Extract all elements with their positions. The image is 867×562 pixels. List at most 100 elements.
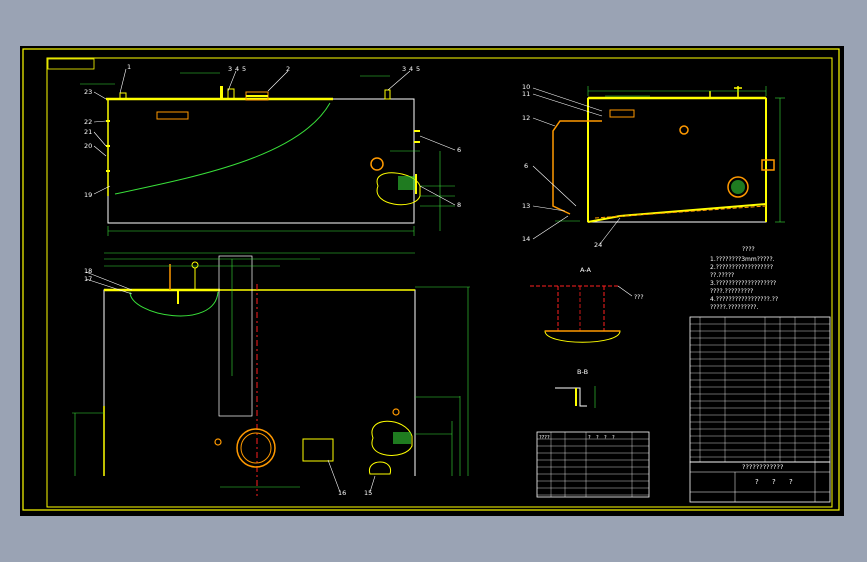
section-aa: A-A ???	[530, 266, 644, 343]
callout-18: 18	[84, 267, 92, 275]
title-block-title: ????????????	[742, 463, 783, 471]
nozzle-table-h1: ?	[588, 435, 591, 441]
callout-21: 21	[84, 128, 92, 136]
plan-manhole	[236, 428, 276, 468]
side-view: 10 11 12 6 13 14 24	[522, 83, 785, 249]
bb-profile	[555, 387, 587, 407]
drawing-code-box	[47, 58, 95, 70]
technical-notes: ???? 1.????????3mm?????. 2.?????????????…	[710, 246, 778, 311]
tank-body-front	[107, 98, 415, 224]
side-port-large	[727, 176, 749, 198]
callout-3: 3	[228, 65, 232, 73]
side-leaders	[532, 87, 621, 245]
outlet-housing	[376, 172, 421, 206]
plan-rib	[218, 255, 253, 417]
inlet-pipe-bend	[552, 120, 602, 215]
side-dimensions	[555, 86, 785, 223]
note-line-7: ?????.?????????.	[710, 304, 758, 311]
plan-callouts: 18 17 16 15	[84, 267, 372, 497]
title-mark-3: ?	[789, 478, 793, 486]
break-line-curve	[114, 102, 331, 195]
nozzle-table-h4: ?	[612, 435, 615, 441]
title-mark-2: ?	[772, 478, 776, 486]
callout-6s: 6	[524, 162, 528, 170]
nozzle-table-header: ????	[539, 435, 550, 441]
front-callouts: 1 2 3 4 5 6 8 19 20 21 22 23 3 4 5	[84, 63, 461, 209]
title-block: ???????????? ? ? ?	[689, 461, 831, 503]
callout-12: 12	[522, 114, 530, 122]
plan-leaders	[85, 271, 376, 493]
callout-15: 15	[364, 489, 372, 497]
plan-top-fittings	[169, 261, 199, 304]
nozzle-table: ???? ? ? ? ?	[536, 431, 650, 498]
plan-outlet-housing	[371, 420, 413, 456]
callout-23: 23	[84, 88, 92, 96]
left-side-fittings	[106, 120, 110, 172]
section-aa-label: A-A	[580, 266, 592, 274]
section-bb: B-B	[555, 368, 596, 408]
side-bottom-slope	[587, 203, 767, 223]
side-bottom-dash	[594, 205, 767, 219]
side-flange-right	[414, 130, 420, 143]
front-view: 1 2 3 4 5 6 8 19 20 21 22 23 3 4 5	[80, 63, 461, 236]
note-line-6: 4.?????????????????.??	[710, 296, 778, 303]
callout-6: 6	[457, 146, 461, 154]
section-bb-label: B-B	[577, 368, 588, 376]
callout-4: 4	[235, 65, 239, 73]
side-top-fittings	[609, 86, 742, 118]
plan-port-right	[392, 408, 400, 416]
plan-nameplate	[302, 438, 334, 462]
callout-13: 13	[522, 202, 530, 210]
callout-11: 11	[522, 90, 530, 98]
callout-22: 22	[84, 118, 92, 126]
nozzle-table-h3: ?	[604, 435, 607, 441]
callout-16: 16	[338, 489, 346, 497]
side-flange-block	[761, 159, 775, 171]
callout-17: 17	[84, 275, 92, 283]
callout-14: 14	[522, 235, 530, 243]
plan-outline	[103, 289, 416, 476]
drain-port-circle	[370, 157, 384, 171]
drawing-border-outer	[22, 48, 840, 511]
note-line-4: 3.???????????????????	[710, 280, 776, 287]
top-fittings	[119, 86, 391, 100]
callout-5b: 5	[416, 65, 420, 73]
aa-annotation: ???	[634, 294, 644, 301]
front-leaders	[93, 68, 456, 206]
side-port-large-inner	[731, 180, 745, 194]
plan-manhole-inner	[240, 432, 272, 464]
note-line-2: 2.??????????????????	[710, 264, 773, 271]
plan-view: 18 17 16 15	[72, 252, 470, 497]
callout-19: 19	[84, 191, 92, 199]
outlet-pipe	[398, 176, 416, 190]
title-mark-1: ?	[755, 478, 759, 486]
note-line-1: 1.????????3mm?????.	[710, 256, 775, 263]
callout-10: 10	[522, 83, 530, 91]
notes-heading: ????	[742, 246, 755, 253]
note-line-5: ????.?????????	[710, 288, 753, 295]
callout-1: 1	[127, 63, 131, 71]
note-line-3: ??.?????	[710, 272, 734, 279]
callout-8: 8	[457, 201, 461, 209]
plan-dimensions	[72, 252, 470, 488]
callout-20: 20	[84, 142, 92, 150]
callout-2: 2	[286, 65, 290, 73]
callout-4b: 4	[409, 65, 413, 73]
plan-bottom-drain	[369, 461, 391, 475]
plan-small-port	[214, 438, 222, 446]
drawing-border-inner	[46, 57, 833, 508]
side-port-small	[679, 125, 689, 135]
cad-drawing-area: 1 2 3 4 5 6 8 19 20 21 22 23 3 4 5	[20, 46, 844, 516]
aa-bowl	[544, 330, 621, 343]
parts-list	[689, 316, 831, 463]
aa-leader	[617, 285, 633, 297]
callout-5: 5	[242, 65, 246, 73]
front-dimensions	[80, 72, 455, 236]
cad-drawing: 1 2 3 4 5 6 8 19 20 21 22 23 3 4 5	[22, 48, 840, 511]
callout-3b: 3	[402, 65, 406, 73]
side-callouts: 10 11 12 6 13 14 24	[522, 83, 602, 249]
inspection-slot	[156, 111, 189, 120]
nozzle-table-h2: ?	[596, 435, 599, 441]
callout-24: 24	[594, 241, 602, 249]
plan-outlet-pipe	[393, 432, 411, 444]
